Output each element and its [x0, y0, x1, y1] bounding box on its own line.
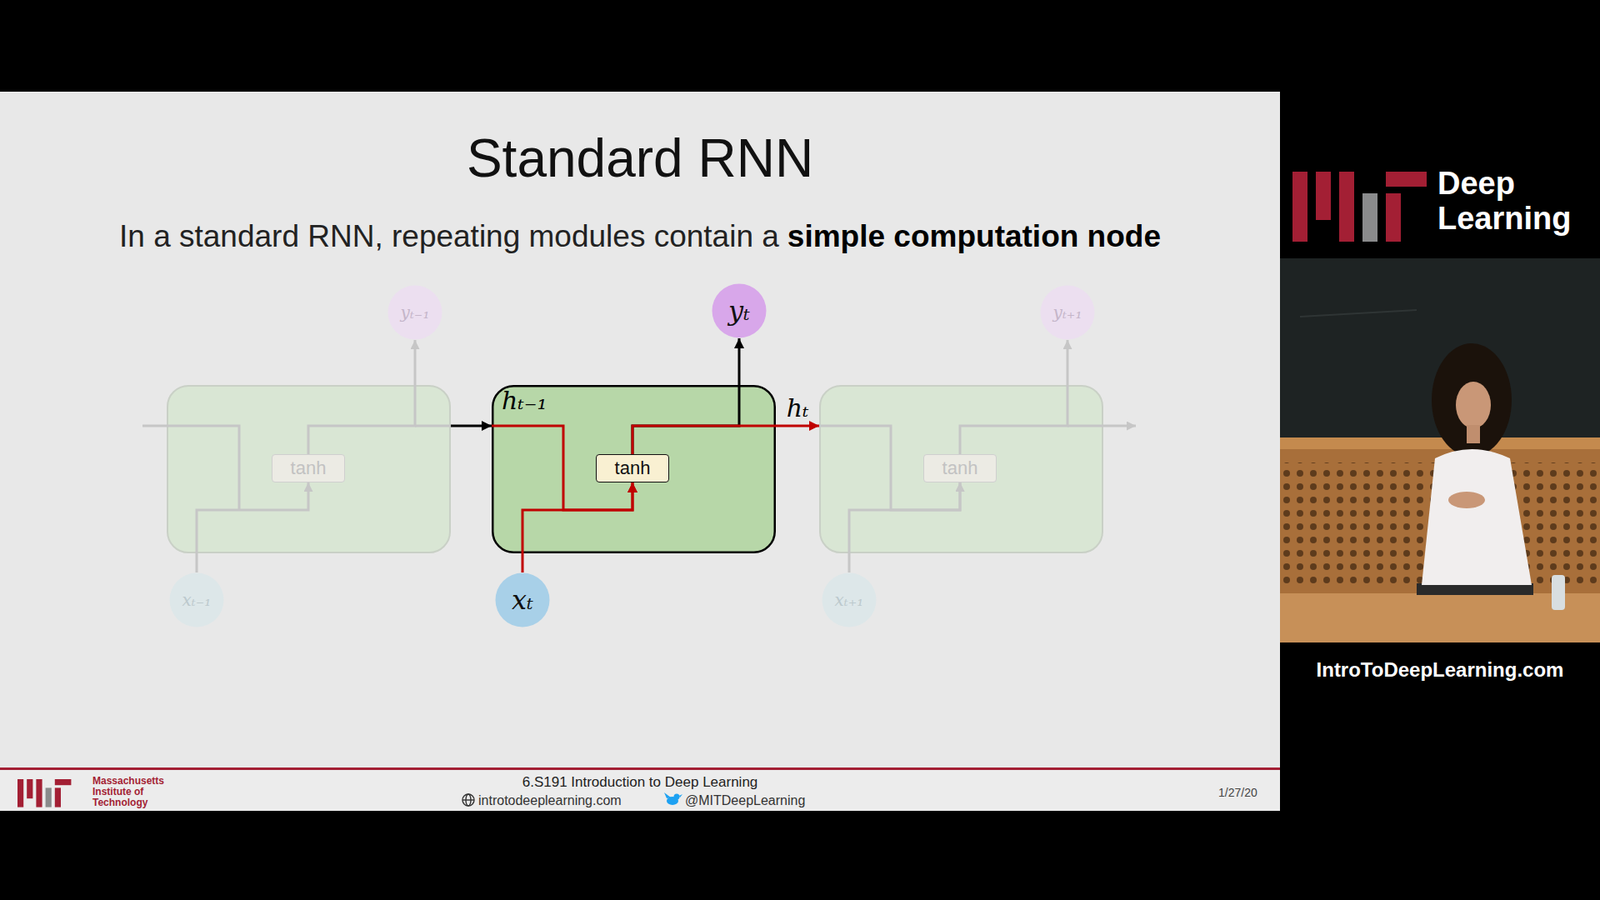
twitter-icon [664, 792, 683, 805]
operation-label: tanh [942, 459, 979, 478]
input-circle: xₜ [495, 572, 550, 628]
title-holder: Standard RNN [0, 129, 1280, 188]
label-holder: In a standard RNN, repeating modules con… [119, 218, 780, 255]
label-holder: 1/27/20 [1218, 785, 1258, 800]
slide-date: 1/27/20 [1218, 785, 1258, 800]
variable-label: yₜ [728, 297, 750, 325]
output-circle: yₜ [711, 283, 767, 339]
state-label: hₜ₋₁ [501, 388, 548, 414]
label-holder: @MITDeepLearning [685, 792, 805, 809]
variable-label: yₜ₋₁ [400, 304, 430, 321]
slide-ground [0, 91, 1280, 770]
label-holder: hₜ [784, 395, 812, 421]
website-banner: IntroToDeepLearning.com [1280, 658, 1600, 683]
slide-subtitle-bold: simple computation node [787, 218, 1161, 255]
rnn-module: tanh [166, 385, 451, 554]
output-circle: yₜ₋₁ [387, 285, 443, 340]
institute-name: Massachusetts Institute of Technology [92, 775, 176, 810]
globe-icon [462, 794, 475, 806]
twitter-handle: @MITDeepLearning [685, 792, 805, 809]
input-circle: xₜ₊₁ [821, 572, 877, 628]
course-name: 6.S191 Introduction to Deep Learning [390, 774, 890, 791]
label-holder: Deep Learning [1437, 166, 1596, 237]
edge-label: hₜ [784, 395, 812, 421]
tanh-box: tanh [271, 454, 345, 483]
label-holder: IntroToDeepLearning.com [1280, 658, 1600, 683]
speaker-video [1280, 258, 1600, 643]
website: introtodeeplearning.com [478, 792, 622, 809]
label-holder: 6.S191 Introduction to Deep Learning [390, 774, 890, 791]
output-circle: yₜ₊₁ [1040, 285, 1095, 340]
label-holder: introtodeeplearning.com [478, 792, 622, 809]
rnn-module: hₜ₋₁ tanh [491, 385, 776, 554]
tanh-box: tanh [923, 454, 997, 483]
variable-label: xₜ₊₁ [835, 591, 865, 609]
brand-name: Deep Learning [1437, 166, 1596, 237]
variable-label: yₜ₊₁ [1053, 304, 1083, 321]
variable-label: xₜ [511, 586, 534, 614]
slide-title: Standard RNN [0, 129, 1280, 188]
variable-label: xₜ₋₁ [182, 591, 212, 609]
operation-label: tanh [615, 459, 651, 478]
footer-rule [0, 767, 1280, 770]
slide-subtitle: In a standard RNN, repeating modules con… [119, 218, 780, 255]
mit-logo [1292, 171, 1427, 242]
rnn-module: tanh [819, 385, 1104, 554]
connector [450, 425, 492, 428]
label-holder: Massachusetts Institute of Technology [92, 775, 176, 810]
label-holder: simple computation node [787, 218, 1161, 255]
operation-label: tanh [290, 459, 327, 478]
mit-logo [17, 779, 71, 808]
footer-ground [0, 770, 1280, 811]
side-panel [1280, 0, 1600, 900]
tanh-box: tanh [595, 454, 670, 483]
input-circle: xₜ₋₁ [169, 572, 225, 628]
